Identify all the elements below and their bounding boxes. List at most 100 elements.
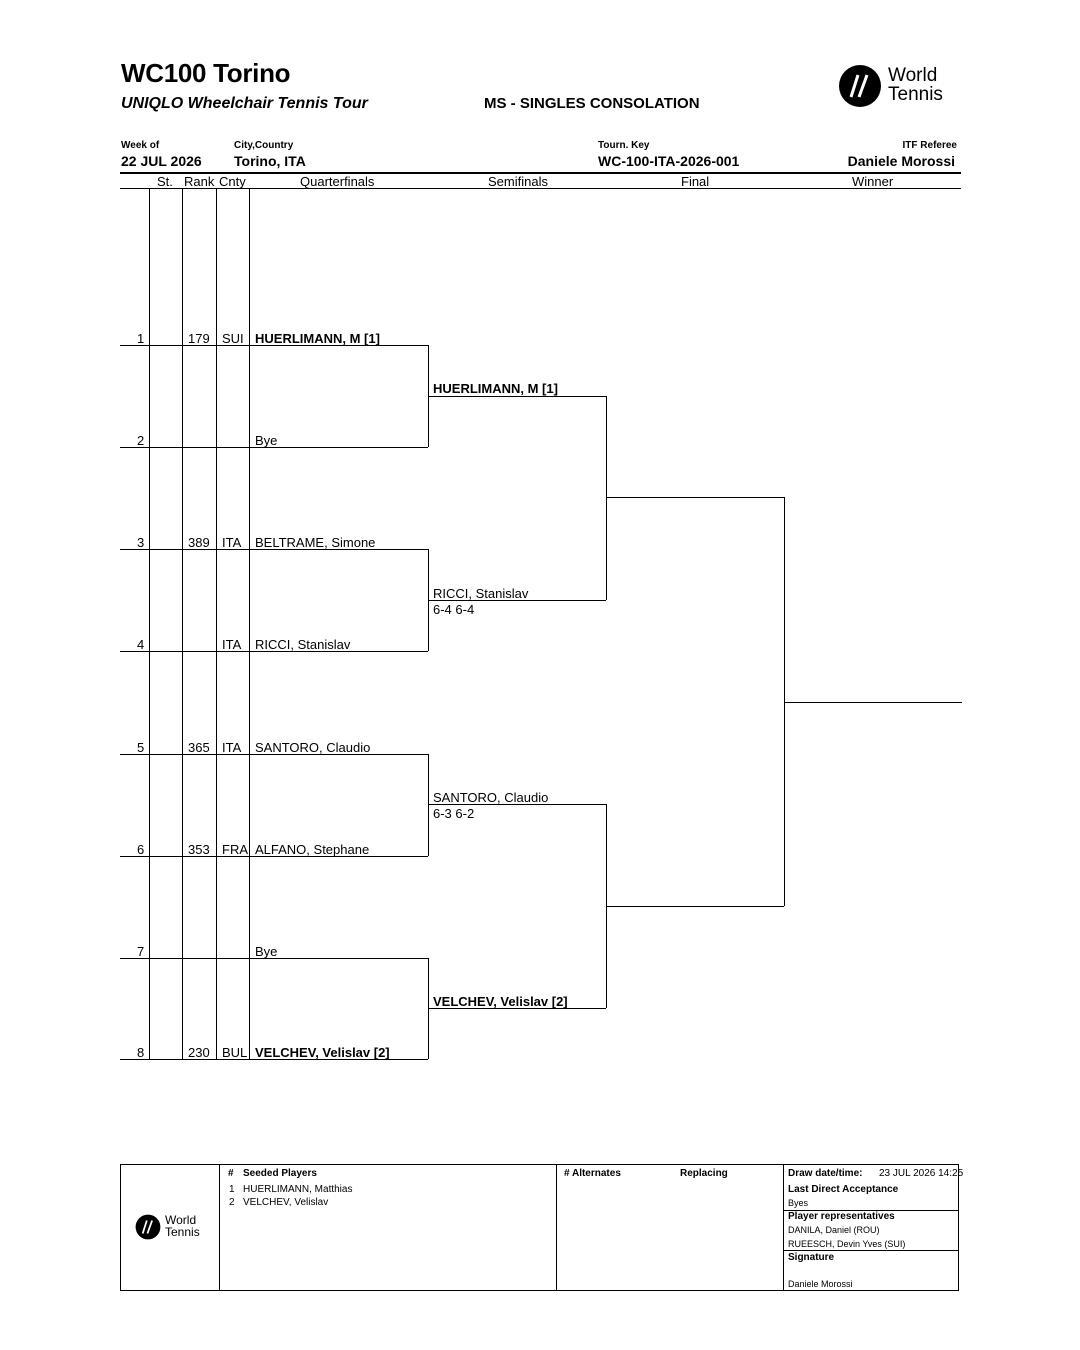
- footer-logo-text-tennis: Tennis: [165, 1225, 200, 1239]
- replacing-title: Replacing: [680, 1168, 728, 1179]
- lda-label: Last Direct Acceptance: [788, 1184, 899, 1195]
- draw-position: 8: [137, 1045, 145, 1060]
- logo-text-world: World: [888, 65, 938, 86]
- col-st: St.: [157, 174, 173, 189]
- draw-line: [428, 600, 606, 601]
- draw-line: [606, 906, 784, 907]
- draw-position: 7: [137, 944, 145, 959]
- col-final: Final: [681, 174, 710, 189]
- semifinal-player: VELCHEV, Velislav [2]: [433, 994, 568, 1009]
- seeded-hash: #: [228, 1168, 234, 1179]
- player-country: SUI: [222, 331, 244, 346]
- player-country: BUL: [222, 1045, 248, 1060]
- draw-line: [606, 497, 784, 498]
- signature-label: Signature: [788, 1252, 835, 1263]
- tourn-key-value: WC-100-ITA-2026-001: [598, 153, 740, 169]
- seed-name: HUERLIMANN, Matthias: [243, 1184, 353, 1195]
- draw-line: [120, 447, 428, 448]
- draw-position: 5: [137, 740, 145, 755]
- player-rank: 230: [188, 1045, 210, 1060]
- player-rank: 179: [188, 331, 210, 346]
- draw-line: [120, 549, 428, 550]
- draw-line: [428, 804, 606, 805]
- footer-logo-text-world: World: [165, 1213, 197, 1227]
- week-value: 22 JUL 2026: [121, 153, 202, 169]
- draw-position: 1: [137, 331, 145, 346]
- winner-line: [784, 702, 962, 703]
- seed-name: VELCHEV, Velislav: [243, 1197, 329, 1208]
- footer-divider: [783, 1210, 958, 1211]
- world-tennis-footer-logo: World Tennis: [135, 1214, 215, 1242]
- footer-divider: [783, 1250, 958, 1251]
- player-name: SANTORO, Claudio: [255, 740, 371, 755]
- seed-number: 2: [229, 1197, 235, 1208]
- player-country: FRA: [222, 842, 248, 857]
- logo-text-tennis: Tennis: [888, 84, 943, 105]
- player-reps-label: Player representatives: [788, 1211, 895, 1222]
- draw-line: [120, 651, 428, 652]
- col-rank: Rank: [184, 174, 215, 189]
- col-separator: [249, 188, 250, 1059]
- footer-panel: World Tennis # Seeded Players 1 HUERLIMA…: [120, 1164, 963, 1291]
- player-name: RICCI, Stanislav: [255, 637, 351, 652]
- draw-position: 4: [137, 637, 145, 652]
- event-name: MS - SINGLES CONSOLATION: [484, 95, 700, 112]
- player-name: VELCHEV, Velislav [2]: [255, 1045, 390, 1060]
- player-rank: 365: [188, 740, 210, 755]
- draw-line: [120, 856, 428, 857]
- draw-line: [428, 396, 606, 397]
- match-score: 6-4 6-4: [433, 602, 475, 617]
- player-country: ITA: [222, 535, 242, 550]
- player-rep: DANILA, Daniel (ROU): [788, 1225, 880, 1235]
- city-value: Torino, ITA: [234, 153, 306, 169]
- col-cnty: Cnty: [219, 174, 246, 189]
- referee-value: Daniele Morossi: [847, 153, 955, 169]
- bracket-connector: [428, 754, 429, 856]
- col-quarterfinals: Quarterfinals: [300, 174, 375, 189]
- player-name: BELTRAME, Simone: [255, 535, 376, 550]
- draw-line: [120, 1059, 428, 1060]
- footer-divider: [556, 1165, 557, 1290]
- draw-line: [120, 345, 428, 346]
- bracket-connector: [784, 497, 785, 906]
- draw-date-label: Draw date/time:: [788, 1168, 863, 1179]
- semifinal-player: SANTORO, Claudio: [433, 790, 549, 805]
- lda-value: Byes: [788, 1198, 809, 1208]
- referee-label: ITF Referee: [902, 140, 957, 151]
- player-rank: 353: [188, 842, 210, 857]
- seeded-players-title: Seeded Players: [243, 1168, 317, 1179]
- player-country: ITA: [222, 740, 242, 755]
- world-tennis-logo: World Tennis: [836, 62, 956, 110]
- seed-number: 1: [229, 1184, 235, 1195]
- col-separator: [182, 188, 183, 1059]
- player-name: Bye: [255, 944, 278, 959]
- semifinal-player: RICCI, Stanislav: [433, 586, 529, 601]
- bracket-connector: [606, 396, 607, 600]
- world-tennis-footer-logo-icon: [135, 1214, 161, 1240]
- col-separator: [149, 188, 150, 1059]
- col-separator: [216, 188, 217, 1059]
- player-country: ITA: [222, 637, 242, 652]
- player-rep: RUEESCH, Devin Yves (SUI): [788, 1239, 906, 1249]
- footer-divider: [783, 1165, 784, 1290]
- draw-position: 2: [137, 433, 145, 448]
- draw-line: [120, 958, 428, 959]
- semifinal-player: HUERLIMANN, M [1]: [433, 381, 558, 396]
- player-name: ALFANO, Stephane: [255, 842, 370, 857]
- player-name: HUERLIMANN, M [1]: [255, 331, 380, 346]
- player-name: Bye: [255, 433, 278, 448]
- col-semifinals: Semifinals: [488, 174, 548, 189]
- draw-line: [428, 1008, 606, 1009]
- alternates-title: # Alternates: [564, 1168, 621, 1179]
- draw-date-value: 23 JUL 2026 14:25: [879, 1168, 964, 1179]
- week-label: Week of: [121, 140, 160, 151]
- draw-line: [120, 754, 428, 755]
- col-winner: Winner: [852, 174, 894, 189]
- tour-subtitle: UNIQLO Wheelchair Tennis Tour: [121, 95, 368, 112]
- signature-value: Daniele Morossi: [788, 1279, 853, 1289]
- world-tennis-logo-icon: [839, 65, 881, 107]
- header-rule: [120, 172, 961, 174]
- draw-position: 3: [137, 535, 145, 550]
- column-header-rule: [120, 188, 961, 189]
- tourn-key-label: Tourn. Key: [598, 140, 650, 151]
